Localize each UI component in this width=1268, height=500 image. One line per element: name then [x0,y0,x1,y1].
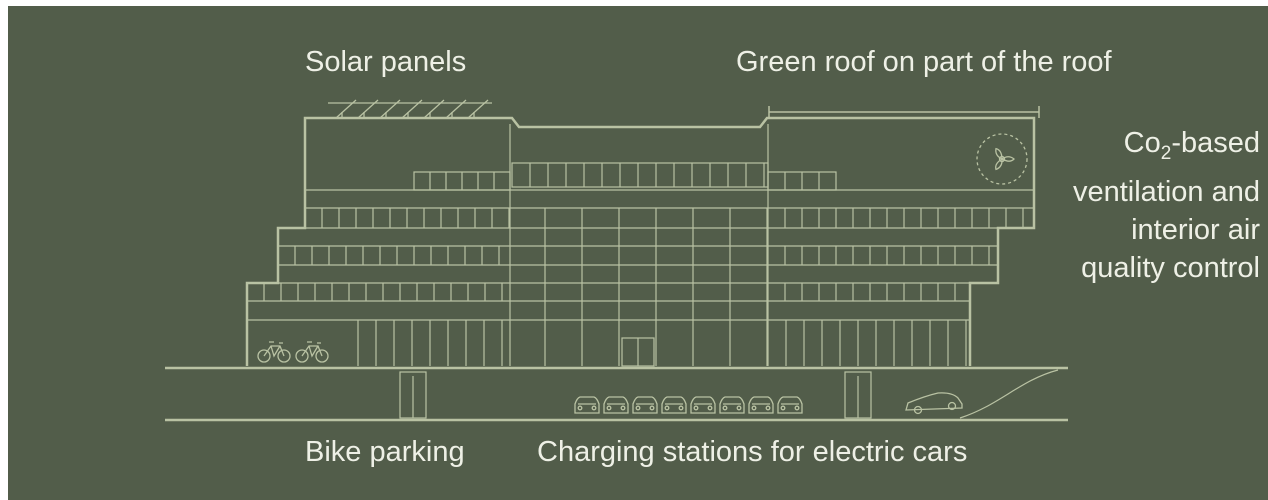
bicycle-wheel [277,349,291,363]
car-body [574,396,600,414]
car-headlight [707,405,713,411]
car-side-wheel [947,401,957,411]
car-body [748,396,774,414]
parked-cars-group [574,396,803,414]
solar-panel-tilt [401,99,423,119]
bicycle-wheel [295,349,309,363]
solar-panel-icon [445,99,467,119]
car-front-icon [719,396,745,414]
solar-panel-tilt [445,99,467,119]
car-front-icon [574,396,600,414]
bicycle-icon [295,341,329,363]
car-headlight [678,405,684,411]
fan-blade [1001,156,1015,162]
car-front-icon [632,396,658,414]
car-headlight [736,405,742,411]
solar-panel-icon [379,99,401,119]
ventilation-based-text: -based [1171,127,1260,159]
bicycle-frame [263,341,285,358]
bicycle-wheel [315,349,329,363]
car-headlight [751,405,757,411]
car-body [690,396,716,414]
bike-parking-label: Bike parking [305,436,465,468]
car-ramp [959,369,1059,419]
solar-panel-tilt [423,99,445,119]
solar-panel-icon [335,99,357,119]
car-side-wheel [913,405,923,415]
car-front-icon [748,396,774,414]
car-body [719,396,745,414]
car-body [777,396,803,414]
car-headlight [780,405,786,411]
bicycle-icon [257,341,291,363]
ventilation-label-line4: quality control [1081,251,1260,284]
solar-panel-icon [357,99,379,119]
car-body [661,396,687,414]
solar-panels-label: Solar panels [305,46,467,78]
car-headlight [794,405,800,411]
fan-blade [995,158,1003,171]
ventilation-co-text: Co [1123,127,1161,159]
car-headlight [649,405,655,411]
car-headlight [591,405,597,411]
green-roof-dimension-line [768,106,1040,118]
solar-panel-icon [423,99,445,119]
car-headlight [722,405,728,411]
car-headlight [620,405,626,411]
bicycle-frame [301,341,323,358]
car-headlight [664,405,670,411]
ground-lines [165,366,1068,422]
tower-window-strip [511,162,769,188]
car-front-icon [690,396,716,414]
building-silhouette [245,116,1036,366]
ventilation-label-line3: interior air [1131,213,1260,246]
building-details [247,124,1034,419]
car-side-icon [905,392,963,415]
solar-panel-tilt [357,99,379,119]
bicycle-wheel [257,349,271,363]
car-front-icon [777,396,803,414]
solar-panel-icon [467,99,489,119]
solar-panel-tilt [379,99,401,119]
car-headlight [577,405,583,411]
charging-stations-label: Charging stations for electric cars [537,436,968,468]
ventilation-label-line2: ventilation and [1072,175,1260,208]
car-side-body [905,392,963,411]
car-body [603,396,629,414]
ventilation-label: Co2-based ventilation and interior air q… [1073,124,1260,287]
ventilation-label-line1: Co2-based [1073,124,1260,173]
diagram-background [8,6,1268,500]
bicycles-group [257,341,329,363]
fan-blade [995,147,1003,160]
car-body [632,396,658,414]
fan-icon [976,133,1028,185]
car-headlight [606,405,612,411]
ventilation-subscript: 2 [1160,142,1172,164]
solar-panel-icon [401,99,423,119]
solar-panel-tilt [335,99,357,119]
car-headlight [635,405,641,411]
building-outline [245,116,1036,366]
car-front-icon [661,396,687,414]
fan-ring [976,133,1028,185]
car-headlight [693,405,699,411]
car-headlight [765,405,771,411]
solar-panel-tilt [467,99,489,119]
green-roof-label: Green roof on part of the roof [736,46,1112,78]
car-front-icon [603,396,629,414]
solar-panels-group [328,99,492,119]
